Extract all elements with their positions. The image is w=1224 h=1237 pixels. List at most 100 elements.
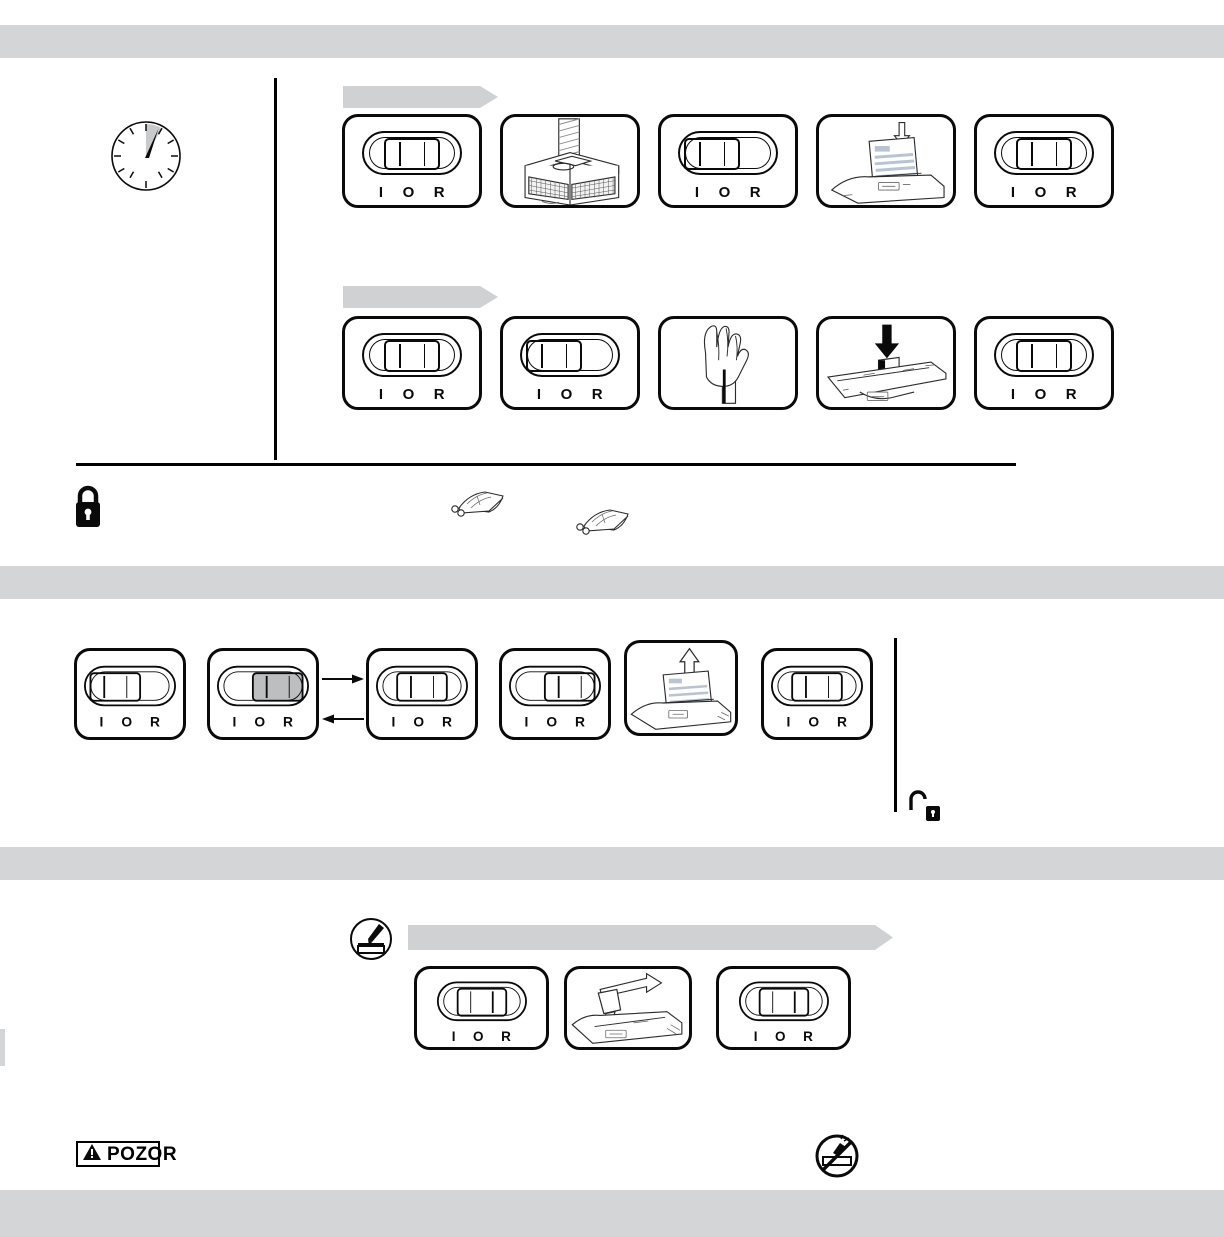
switch-position-labels: I O R xyxy=(452,1029,512,1044)
switch-position-labels: I O R xyxy=(787,715,848,731)
paper-pull-up-icon xyxy=(627,643,735,733)
rocker-switch[interactable] xyxy=(994,333,1094,377)
switch-label-reverse: R xyxy=(749,184,762,201)
section-band-jam xyxy=(0,566,1224,599)
section-divider-vertical xyxy=(274,78,277,460)
section-band-footer xyxy=(0,1190,1224,1237)
switch-label-on: I xyxy=(753,1029,758,1045)
switch-label-off: O xyxy=(808,714,820,731)
rocker-paddle xyxy=(251,672,304,702)
step-frame-switch: I O R xyxy=(658,114,798,208)
switch-position-labels: I O R xyxy=(537,386,603,403)
switch-label-off: O xyxy=(1034,386,1047,403)
step-frame-hand-card xyxy=(658,316,798,410)
rocker-paddle xyxy=(684,138,740,170)
switch-position-labels: I O R xyxy=(379,184,445,201)
step-frame-shredder-feed xyxy=(500,114,640,208)
step-frame-switch: I O R xyxy=(414,966,549,1050)
switch-label-reverse: R xyxy=(433,184,446,201)
step-frame-card-insert xyxy=(816,316,956,410)
switch-label-on: I xyxy=(1010,386,1016,403)
rocker-switch[interactable] xyxy=(738,981,829,1022)
rocker-switch[interactable] xyxy=(520,333,620,377)
step-frame-switch: I O R xyxy=(974,316,1114,410)
section-band-oiling xyxy=(0,847,1224,880)
rocker-switch[interactable] xyxy=(509,665,601,707)
switch-label-reverse: R xyxy=(283,714,294,731)
switch-label-reverse: R xyxy=(575,714,586,731)
caution-label: POZOR xyxy=(107,1143,178,1165)
shredder-head-small-icon xyxy=(447,488,509,518)
oil-bottle-circle-icon xyxy=(349,917,393,961)
switch-label-on: I xyxy=(378,386,384,403)
margin-edge-tick xyxy=(0,1029,5,1066)
rocker-switch[interactable] xyxy=(771,665,863,707)
switch-label-off: O xyxy=(718,184,731,201)
shredder-head-small-icon xyxy=(572,506,634,536)
hand-holding-card-icon xyxy=(661,319,795,407)
switch-label-on: I xyxy=(536,386,542,403)
switch-label-on: I xyxy=(694,184,700,201)
switch-label-on: I xyxy=(786,714,791,731)
switch-label-reverse: R xyxy=(591,386,604,403)
switch-label-reverse: R xyxy=(433,386,446,403)
section-divider-vertical xyxy=(894,638,897,812)
step-frame-switch: I O R xyxy=(716,966,851,1050)
switch-label-on: I xyxy=(451,1029,456,1045)
arrow-left-icon xyxy=(322,712,364,726)
switch-label-off: O xyxy=(121,714,133,731)
switch-position-labels: I O R xyxy=(525,715,586,731)
step-frame-switch: I O R xyxy=(974,114,1114,208)
rocker-switch[interactable] xyxy=(362,131,462,175)
switch-position-labels: I O R xyxy=(233,715,294,731)
padlock-closed-icon xyxy=(70,483,106,529)
step-frame-switch: I O R xyxy=(342,316,482,410)
rocker-switch[interactable] xyxy=(678,131,778,175)
card-insert-down-icon xyxy=(819,319,953,407)
arrow-right-icon xyxy=(322,672,364,686)
switch-label-reverse: R xyxy=(1065,184,1078,201)
switch-position-labels: I O R xyxy=(1011,386,1077,403)
rocker-switch[interactable] xyxy=(436,981,527,1022)
switch-position-labels: I O R xyxy=(379,386,445,403)
process-arrow-row2 xyxy=(343,286,498,308)
switch-position-labels: I O R xyxy=(754,1029,814,1044)
step-frame-switch: I O R xyxy=(761,648,873,740)
switch-position-labels: I O R xyxy=(392,715,453,731)
step-frame-switch: I O R xyxy=(366,648,478,740)
switch-label-on: I xyxy=(391,714,396,731)
rocker-paddle xyxy=(526,340,582,372)
rocker-switch[interactable] xyxy=(84,665,176,707)
warning-triangle-icon xyxy=(83,1143,101,1165)
rocker-switch[interactable] xyxy=(217,665,309,707)
process-arrow-row1 xyxy=(343,86,498,108)
clock-icon xyxy=(108,118,184,194)
switch-position-labels: I O R xyxy=(100,715,161,731)
rocker-switch[interactable] xyxy=(994,131,1094,175)
shredder-feed-paper-icon xyxy=(503,117,637,205)
rocker-paddle xyxy=(89,672,142,702)
rocker-paddle xyxy=(791,672,843,702)
switch-label-off: O xyxy=(473,1029,484,1045)
step-frame-switch: I O R xyxy=(342,114,482,208)
switch-label-on: I xyxy=(524,714,529,731)
rocker-paddle xyxy=(384,138,440,170)
switch-label-on: I xyxy=(99,714,104,731)
rocker-switch[interactable] xyxy=(362,333,462,377)
rocker-paddle xyxy=(543,672,596,702)
rocker-switch[interactable] xyxy=(376,665,468,707)
switch-label-on: I xyxy=(1010,184,1016,201)
switch-label-reverse: R xyxy=(442,714,453,731)
section-band-shred xyxy=(0,25,1224,58)
switch-label-on: I xyxy=(378,184,384,201)
switch-label-off: O xyxy=(560,386,573,403)
switch-label-reverse: R xyxy=(837,714,848,731)
rocker-paddle xyxy=(456,987,507,1017)
switch-label-off: O xyxy=(402,386,415,403)
step-frame-switch: I O R xyxy=(74,648,186,740)
process-arrow-oiling xyxy=(408,925,893,950)
section-divider-horizontal xyxy=(76,463,1016,466)
switch-label-off: O xyxy=(254,714,266,731)
switch-label-off: O xyxy=(546,714,558,731)
